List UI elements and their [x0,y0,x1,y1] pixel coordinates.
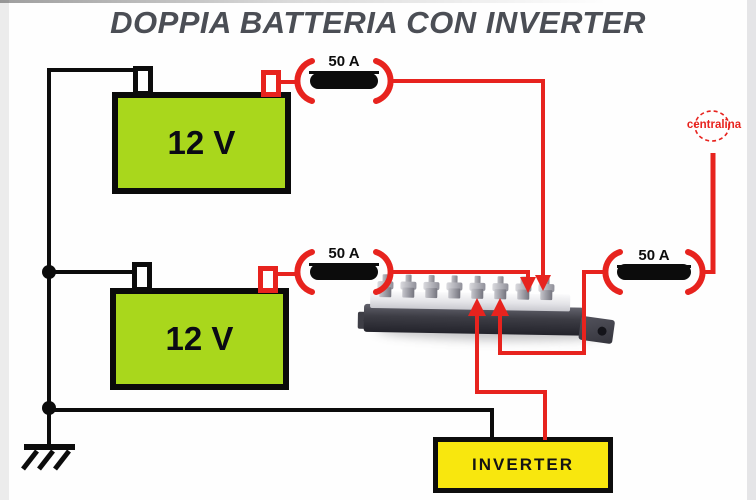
battery-2-label: 12 V [165,320,234,357]
left-edge-strip [0,0,9,500]
centralina-label: centralina [686,119,742,131]
wire-busbar-to-fuse3 [498,270,604,355]
fuse-3-left-clip [602,249,623,295]
battery-2-negative-terminal [132,262,152,292]
junction-dot-2 [42,401,56,415]
fuse-1-body [310,73,378,89]
battery-2: 12 V [110,288,289,390]
fuse-1-left-clip [294,58,315,104]
wire-fuse1-to-busbar [390,79,545,277]
battery-1-label: 12 V [167,124,236,161]
fuse-3-body [617,264,691,280]
diagram-title: DOPPIA BATTERIA CON INVERTER [110,5,646,40]
arrow-from-terminal-6 [491,298,509,316]
wire-busbar-to-inverter [475,312,547,440]
arrow-from-terminal-5 [468,298,486,316]
fuse-1-label: 50 A [309,53,379,74]
arrow-into-terminal-8 [535,275,551,291]
wire-battery1-negative [47,68,141,446]
ground-stroke-3 [53,449,71,471]
top-edge-strip [0,0,640,3]
ground-stroke-1 [21,449,39,471]
wire-negative-to-inverter [49,408,494,442]
fuse-2-label: 50 A [309,245,379,266]
battery-2-positive-terminal [258,266,278,293]
wire-fuse2-to-busbar [390,270,530,278]
centralina-circle [694,110,730,142]
battery-1: 12 V [112,92,291,194]
junction-dot-1 [42,265,56,279]
inverter-label: INVERTER [472,455,574,474]
arrow-into-terminal-7 [520,277,536,293]
fuse-2-body [310,264,378,280]
fuse-3-label: 50 A [617,247,691,268]
ground-stroke-2 [37,449,55,471]
battery-1-negative-terminal [133,66,153,96]
fuse-2-left-clip [294,249,315,295]
right-edge-strip [747,0,756,500]
inverter-box: INVERTER [433,437,613,493]
battery-1-positive-terminal [261,70,281,97]
